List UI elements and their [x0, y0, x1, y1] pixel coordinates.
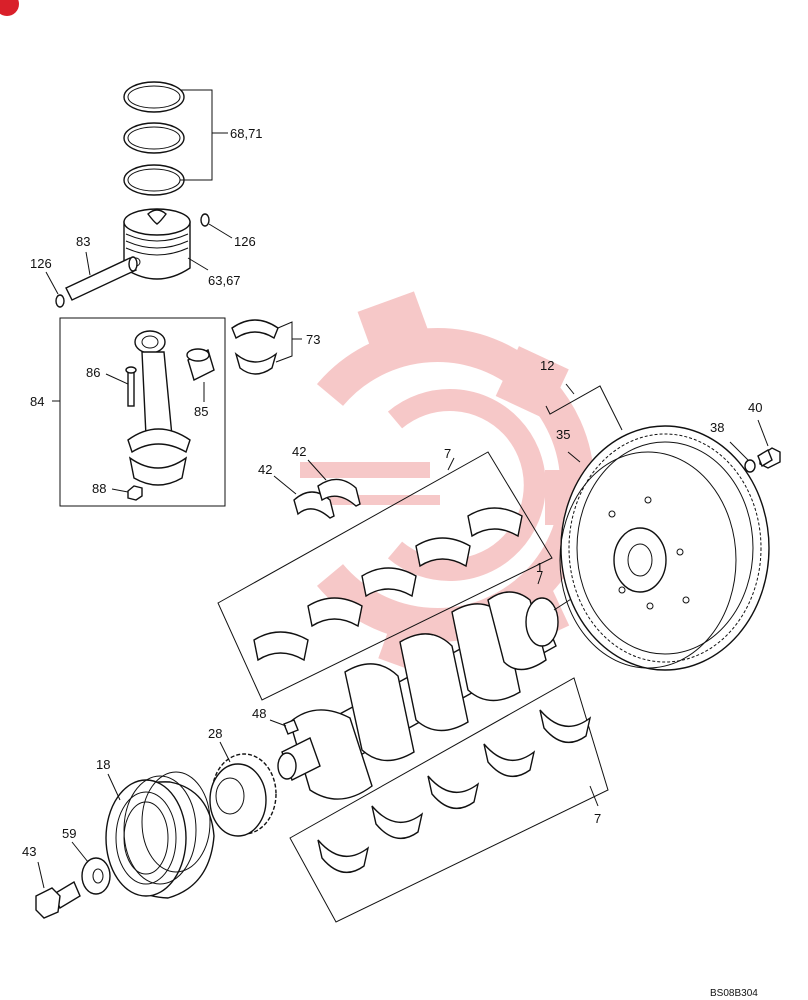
callout-73: 73 — [306, 332, 320, 347]
crankshaft — [277, 571, 611, 800]
callout-42-a: 42 — [258, 462, 272, 477]
callout-48: 48 — [252, 706, 266, 721]
callout-83: 83 — [76, 234, 90, 249]
woodruff-key — [269, 719, 299, 735]
callout-42-b: 42 — [292, 444, 306, 459]
drawing-code: BS08B304 — [710, 988, 758, 999]
upper-bearing-shells — [253, 507, 523, 662]
pulley-washer — [71, 841, 111, 895]
callout-1: 1 — [536, 560, 543, 575]
callout-59: 59 — [62, 826, 76, 841]
flywheel — [545, 383, 770, 671]
thrust-washers — [273, 459, 361, 519]
callout-88: 88 — [92, 481, 106, 496]
callout-38: 38 — [710, 420, 724, 435]
corner-badge-icon — [0, 0, 19, 16]
crankshaft-gear — [209, 741, 277, 837]
small-end-bushing — [186, 348, 215, 402]
callout-35: 35 — [556, 427, 570, 442]
con-rod-frame — [59, 317, 226, 507]
connecting-rod — [105, 330, 191, 486]
crankshaft-pulley — [105, 771, 215, 899]
flywheel-bolt — [757, 419, 781, 469]
callout-28: 28 — [208, 726, 222, 741]
snap-ring-left — [45, 271, 65, 308]
callout-43: 43 — [22, 844, 36, 859]
upper-main-bearing-frame — [217, 451, 553, 701]
callout-85: 85 — [194, 404, 208, 419]
piston-rings — [123, 81, 228, 196]
callout-126-right: 126 — [234, 234, 256, 249]
snap-ring-right — [200, 213, 233, 239]
callout-12: 12 — [540, 358, 554, 373]
rod-nut — [111, 485, 143, 501]
flywheel-washer — [729, 441, 756, 473]
con-rod-bearing — [231, 319, 302, 375]
lower-bearing-shells — [317, 709, 592, 874]
callout-18: 18 — [96, 757, 110, 772]
callout-63-67: 63,67 — [208, 273, 241, 288]
callout-7-lower: 7 — [594, 811, 601, 826]
callout-40: 40 — [748, 400, 762, 415]
callout-7-upper: 7 — [444, 446, 451, 461]
callout-86: 86 — [86, 365, 100, 380]
lower-main-bearing-frame — [289, 677, 609, 923]
callout-68-71: 68,71 — [230, 126, 263, 141]
piston-pin — [65, 251, 138, 301]
callout-126-left: 126 — [30, 256, 52, 271]
pulley-bolt — [35, 861, 81, 919]
callout-84: 84 — [30, 394, 44, 409]
piston — [123, 208, 209, 280]
